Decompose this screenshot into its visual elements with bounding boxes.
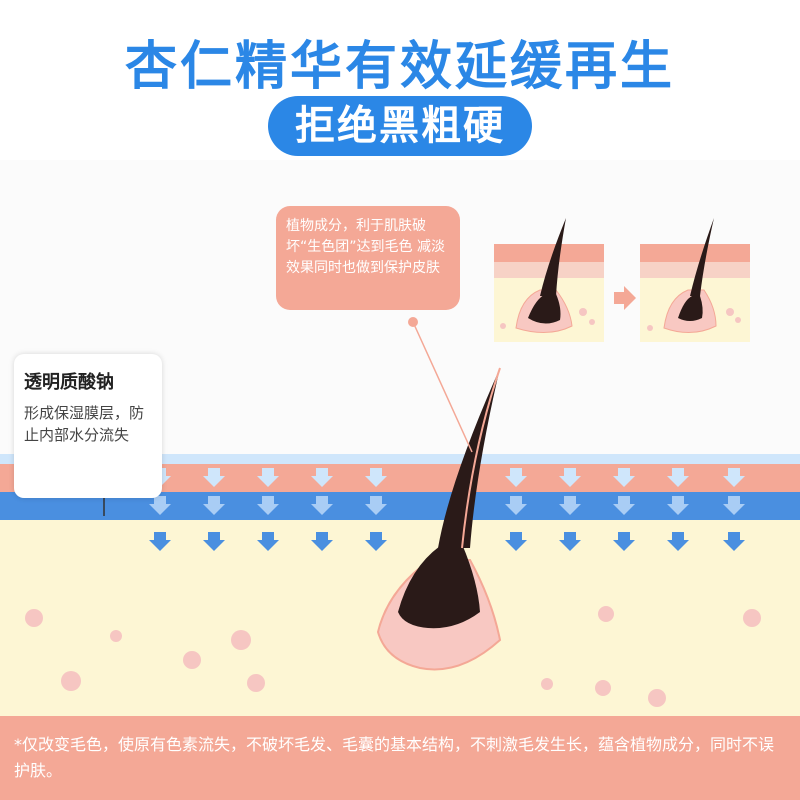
arrow-down-icon (154, 496, 166, 504)
arrow-down-icon (257, 540, 279, 551)
arrow-down-icon (564, 532, 576, 540)
arrow-down-icon (370, 532, 382, 540)
arrow-down-icon (618, 496, 630, 504)
after-panel (640, 218, 750, 342)
arrow-down-icon (667, 504, 689, 515)
arrow-down-icon (505, 540, 527, 551)
arrow-down-icon (208, 532, 220, 540)
callout-plant-ingredient: 植物成分，利于肌肤破坏“生色团”达到毛色 减淡效果同时也做到保护皮肤 (276, 206, 460, 310)
arrow-down-icon (257, 476, 279, 487)
arrow-down-icon (667, 540, 689, 551)
callout-sodium-hyaluronate: 透明质酸钠 形成保湿膜层，防止内部水分流失 (14, 354, 162, 498)
arrow-down-icon (203, 476, 225, 487)
arrow-down-icon (505, 504, 527, 515)
arrow-down-icon (559, 504, 581, 515)
arrow-down-icon (564, 496, 576, 504)
arrow-down-icon (208, 496, 220, 504)
arrow-down-icon (723, 504, 745, 515)
arrow-down-icon (510, 468, 522, 476)
arrow-down-icon (564, 468, 576, 476)
arrow-down-icon (365, 504, 387, 515)
arrow-down-icon (154, 532, 166, 540)
arrow-down-icon (613, 540, 635, 551)
arrow-down-icon (262, 496, 274, 504)
arrow-down-icon (149, 540, 171, 551)
callout-sodium-heading: 透明质酸钠 (24, 372, 114, 393)
arrow-down-icon (618, 532, 630, 540)
arrow-down-icon (370, 496, 382, 504)
skin-dots (25, 606, 761, 707)
arrow-down-icon (667, 476, 689, 487)
subtitle-badge: 拒绝黑粗硬 (268, 96, 532, 156)
arrow-down-icon (262, 532, 274, 540)
callout-plant-line (412, 321, 473, 453)
arrow-down-icon (203, 504, 225, 515)
arrow-down-icon (723, 540, 745, 551)
arrow-down-icon (203, 540, 225, 551)
arrow-down-icon (672, 532, 684, 540)
arrow-down-icon (559, 540, 581, 551)
arrow-down-icon (728, 496, 740, 504)
arrow-down-icon (613, 504, 635, 515)
arrow-down-icon (149, 504, 171, 515)
arrow-down-icon (672, 468, 684, 476)
arrow-down-icon (613, 476, 635, 487)
arrow-down-icon (672, 496, 684, 504)
before-panel (494, 218, 604, 342)
arrow-down-icon (365, 540, 387, 551)
footer-note: *仅改变毛色，使原有色素流失，不破坏毛发、毛囊的基本结构，不刺激毛发生长，蕴含植… (0, 716, 800, 800)
arrow-down-icon (370, 468, 382, 476)
arrow-down-icon (728, 532, 740, 540)
arrow-down-icon (365, 476, 387, 487)
arrow-right-icon (614, 286, 636, 310)
arrow-down-icon (311, 540, 333, 551)
arrow-down-icon (723, 476, 745, 487)
arrow-down-icon (316, 532, 328, 540)
skin-layer-top (0, 454, 800, 464)
arrow-down-icon (316, 468, 328, 476)
callout-plant-dot (408, 317, 418, 327)
arrow-down-icon (311, 504, 333, 515)
arrow-down-icon (208, 468, 220, 476)
arrow-down-icon (510, 496, 522, 504)
hair-follicle (376, 367, 502, 671)
arrow-down-icon (257, 504, 279, 515)
down-arrows (149, 468, 745, 551)
page-title: 杏仁精华有效延缓再生 (124, 37, 675, 97)
arrow-down-icon (262, 468, 274, 476)
arrow-down-icon (505, 476, 527, 487)
arrow-down-icon (510, 532, 522, 540)
arrow-down-icon (559, 476, 581, 487)
arrow-down-icon (311, 476, 333, 487)
arrow-down-icon (618, 468, 630, 476)
callout-sodium-body: 形成保湿膜层，防止内部水分流失 (24, 404, 145, 444)
arrow-down-icon (316, 496, 328, 504)
arrow-down-icon (728, 468, 740, 476)
